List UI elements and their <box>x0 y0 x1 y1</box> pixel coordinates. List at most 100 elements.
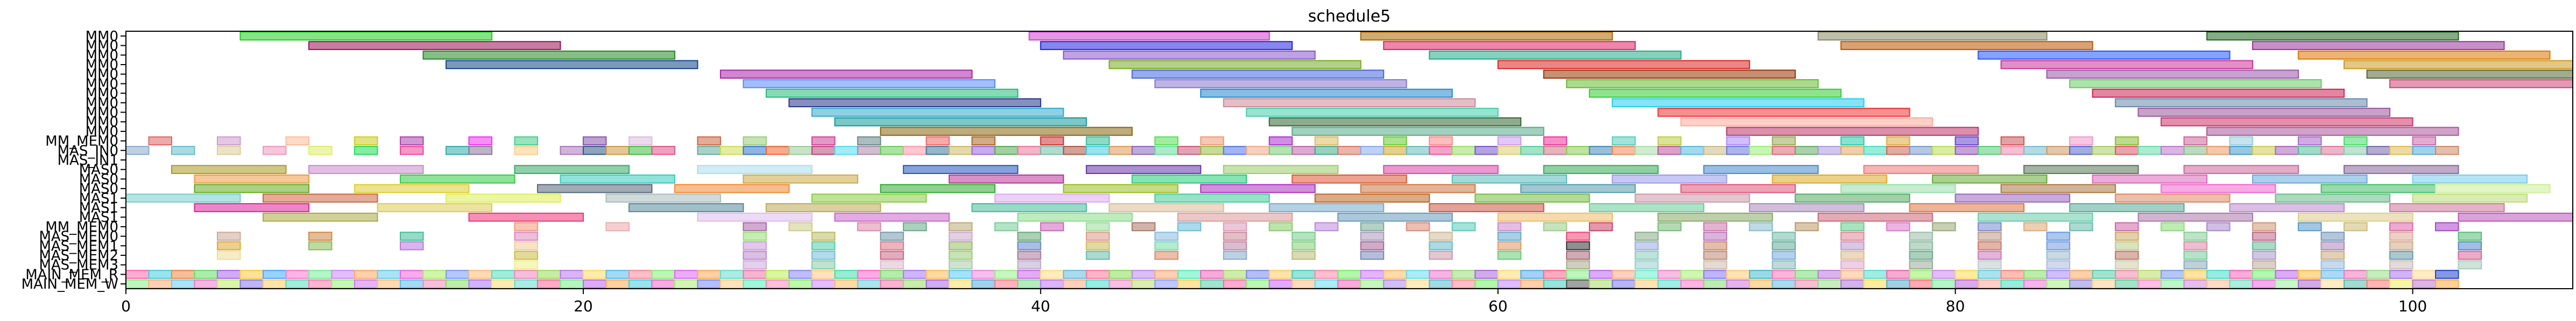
y-tick-label: MAS0 <box>79 181 118 197</box>
task-bar <box>1703 270 1727 279</box>
task-bar <box>2435 279 2459 289</box>
task-bar <box>1383 165 1499 175</box>
task-bar <box>1085 270 1110 279</box>
task-bar <box>1291 270 1316 279</box>
task-bar <box>468 136 492 145</box>
task-bar <box>651 279 675 289</box>
task-bar <box>1314 279 1339 289</box>
task-bar <box>2229 145 2254 155</box>
task-bar <box>2412 270 2437 279</box>
task-bar <box>2389 145 2413 155</box>
task-bar <box>1337 212 1453 222</box>
task-bar <box>1017 260 1041 270</box>
task-bar <box>1978 222 2002 232</box>
task-bar <box>948 241 973 250</box>
task-bar <box>1268 203 1385 212</box>
task-bar <box>1703 260 1727 270</box>
task-bar <box>1497 145 1522 155</box>
task-bar <box>1909 232 1933 241</box>
y-tick-label: MAS_MEM1 <box>39 238 118 254</box>
task-bar <box>1749 279 1773 289</box>
y-tick-label: MAS_IN1 <box>58 152 118 169</box>
task-bar <box>1383 145 1407 155</box>
task-bar <box>560 145 584 155</box>
task-bar <box>765 279 790 289</box>
task-bar <box>1109 203 1224 212</box>
task-bar <box>1589 279 1613 289</box>
task-bar <box>1612 175 1727 184</box>
task-bar <box>1040 279 1064 289</box>
task-bar <box>2000 60 2254 69</box>
task-bar <box>1520 279 1544 289</box>
task-bar <box>308 145 333 155</box>
task-bar <box>1612 136 1636 145</box>
task-bar <box>2320 232 2345 241</box>
task-bar <box>743 145 767 155</box>
task-bar <box>1840 145 1865 155</box>
task-bar <box>1772 136 1796 145</box>
task-bar <box>1154 241 1178 250</box>
task-bar <box>262 193 378 203</box>
task-bar <box>1223 279 1247 289</box>
task-bar <box>628 279 653 289</box>
task-bar <box>1085 241 1110 250</box>
task-bar <box>926 136 950 145</box>
task-bar <box>1223 98 1476 108</box>
task-bar <box>194 184 309 193</box>
task-bar <box>2183 270 2208 279</box>
y-tick-label: MAS0 <box>79 162 118 178</box>
task-bar <box>2000 136 2025 145</box>
task-bar <box>2252 250 2276 260</box>
task-bar <box>1154 279 1178 289</box>
task-bar <box>2092 145 2116 155</box>
task-bar <box>605 270 630 279</box>
task-bar <box>1909 270 1933 279</box>
task-bar <box>537 270 561 279</box>
task-bar <box>1840 41 2093 50</box>
task-bar <box>1863 165 1979 175</box>
task-bar <box>697 145 721 155</box>
task-bar <box>1429 250 1453 260</box>
task-bar <box>1840 136 1865 145</box>
task-bar <box>719 69 973 79</box>
task-bar <box>1634 250 1659 260</box>
task-bar <box>2023 222 2048 232</box>
task-bar <box>880 241 904 250</box>
task-bar <box>1795 145 1819 155</box>
task-bar <box>1657 145 1682 155</box>
task-bar <box>514 222 538 232</box>
task-bar <box>1085 232 1110 241</box>
task-bar <box>216 279 241 289</box>
task-bar <box>743 79 996 88</box>
task-bar <box>857 145 881 155</box>
task-bar <box>1817 31 2048 41</box>
task-bar <box>1703 232 1727 241</box>
task-bar <box>2298 145 2322 155</box>
x-tick-label: 100 <box>2398 297 2427 315</box>
task-bar <box>2389 250 2413 260</box>
task-bar <box>125 193 241 203</box>
task-bar <box>1612 279 1636 289</box>
task-bar <box>1726 270 1751 279</box>
task-bar <box>2046 250 2071 260</box>
task-bar <box>811 108 1064 117</box>
task-bar <box>1657 212 1773 222</box>
task-bar <box>902 145 927 155</box>
x-tick-label: 80 <box>1946 297 1965 315</box>
task-bar <box>1131 222 1156 232</box>
task-bar <box>1063 145 1087 155</box>
task-bar <box>1497 60 1751 69</box>
task-bar <box>2092 270 2116 279</box>
task-bar <box>834 117 1087 127</box>
task-bar <box>582 279 607 289</box>
task-bar <box>262 145 287 155</box>
task-bar <box>697 165 813 175</box>
task-bar <box>1017 279 1041 289</box>
task-bar <box>1932 279 1956 289</box>
task-bar <box>1543 270 1568 279</box>
x-tick-label: 20 <box>574 297 593 315</box>
task-bar <box>1566 260 1590 270</box>
task-bar <box>1886 136 1910 145</box>
